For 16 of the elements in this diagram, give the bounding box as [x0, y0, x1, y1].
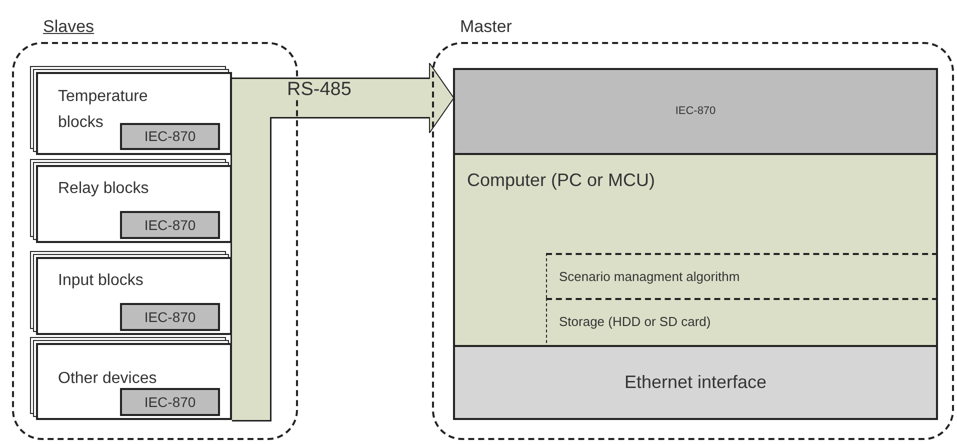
- protocol-tag: IEC-870: [120, 211, 220, 239]
- device-label: Other devices: [58, 369, 157, 389]
- protocol-tag: IEC-870: [120, 303, 220, 331]
- edge-label: RS-485: [287, 80, 352, 99]
- group-title: Slaves: [43, 16, 94, 38]
- group-title: Master: [460, 16, 512, 38]
- interface-layer: IEC-870: [453, 68, 938, 155]
- computer-layer: [453, 155, 938, 345]
- software-module: Scenario managment algorithm: [546, 253, 938, 298]
- interface-layer: Ethernet interface: [453, 345, 938, 420]
- device-label: Input blocks: [58, 271, 144, 291]
- device-label: Relay blocks: [58, 179, 149, 199]
- layer-title: Computer (PC or MCU): [467, 169, 656, 192]
- storage-module: Storage (HDD or SD card): [546, 298, 938, 343]
- protocol-tag: IEC-870: [120, 123, 220, 150]
- protocol-tag: IEC-870: [120, 388, 220, 416]
